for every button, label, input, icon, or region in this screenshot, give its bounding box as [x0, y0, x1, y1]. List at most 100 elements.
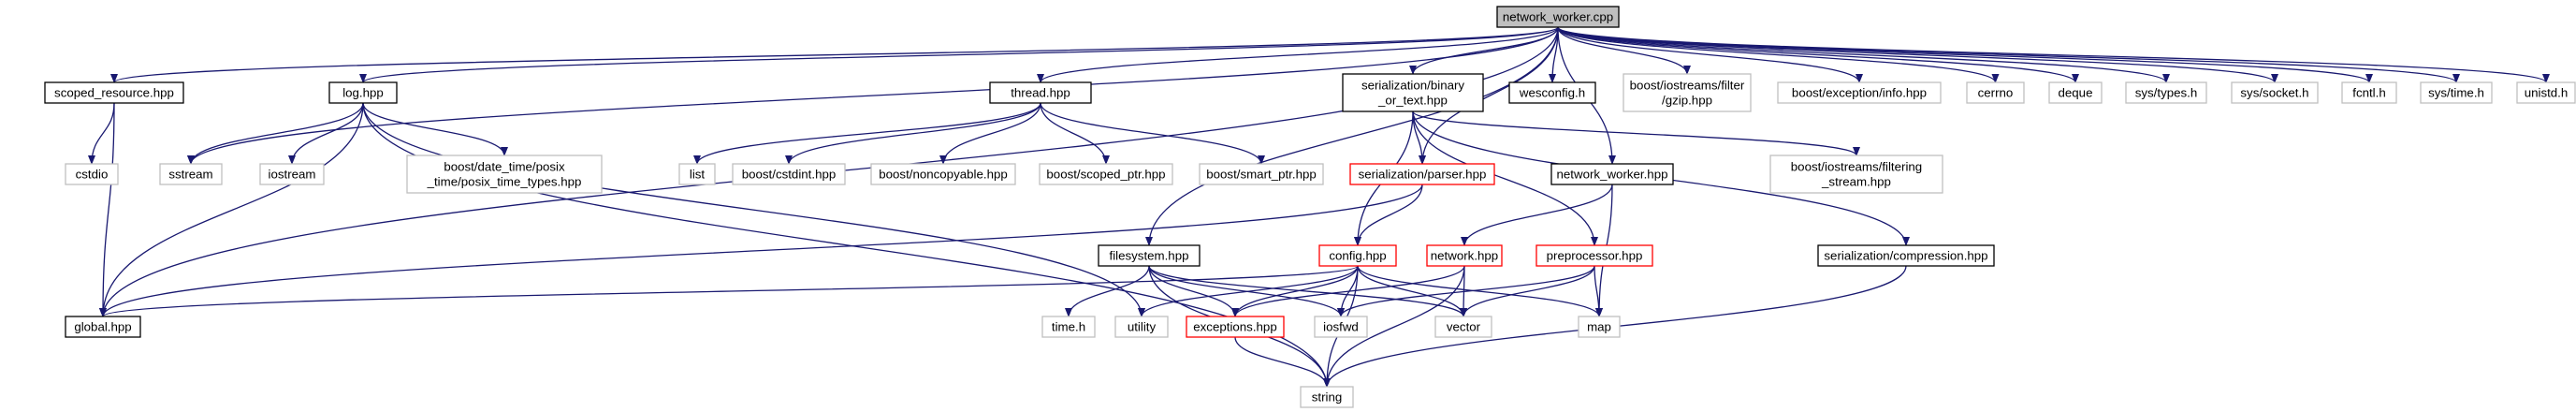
node-label: exceptions.hpp	[1193, 320, 1276, 334]
node-box	[2231, 81, 2319, 104]
node-box	[1578, 316, 1621, 338]
node-config[interactable]: config.hpp	[1318, 244, 1397, 267]
node-iosfwd[interactable]: iosfwd	[1314, 316, 1368, 338]
edge-thread-to-list	[693, 102, 1041, 165]
node-box	[1426, 244, 1503, 267]
edge-root-to-unistd	[1557, 26, 2550, 83]
node-box	[65, 163, 119, 185]
node-sys-types[interactable]: sys/types.h	[2125, 81, 2207, 104]
node-label: _stream.hpp	[1821, 175, 1891, 189]
node-noncopyable[interactable]: boost/noncopyable.hpp	[870, 163, 1016, 185]
node-box	[65, 316, 141, 338]
edge-config-to-vector	[1357, 265, 1467, 317]
edge-log-to-global	[99, 102, 364, 317]
node-utility[interactable]: utility	[1114, 316, 1169, 338]
node-label: serialization/binary	[1361, 79, 1464, 93]
edge-log-to-utility	[362, 102, 1145, 317]
node-gzip[interactable]: boost/iostreams/filter/gzip.hpp	[1623, 73, 1752, 112]
node-sstream[interactable]: sstream	[159, 163, 223, 185]
edge-root-to-deque	[1557, 26, 2079, 83]
node-box	[1496, 6, 1620, 28]
node-label: network_worker.cpp	[1503, 10, 1613, 24]
node-scoped-resource[interactable]: scoped_resource.hpp	[44, 81, 184, 104]
node-exceptions[interactable]: exceptions.hpp	[1186, 316, 1285, 338]
edge-root-to-sys_socket	[1557, 26, 2278, 83]
node-string[interactable]: string	[1300, 386, 1354, 408]
node-cerrno[interactable]: cerrno	[1966, 81, 2025, 104]
node-network[interactable]: network.hpp	[1426, 244, 1503, 267]
node-label: iostream	[269, 168, 316, 182]
node-label: wesconfig.h	[1519, 86, 1585, 100]
node-label: utility	[1128, 320, 1157, 334]
node-label: cerrno	[1978, 86, 2014, 100]
edge-thread-to-scoped_ptr	[1040, 102, 1110, 165]
edge-root-to-gzip	[1557, 26, 1691, 75]
node-wesconfig[interactable]: wesconfig.h	[1508, 81, 1596, 104]
node-filtering-stream[interactable]: boost/iostreams/filtering_stream.hpp	[1769, 154, 1943, 194]
node-unistd[interactable]: unistd.h	[2516, 81, 2576, 104]
node-cstdio[interactable]: cstdio	[65, 163, 119, 185]
node-preprocessor[interactable]: preprocessor.hpp	[1535, 244, 1653, 267]
node-label: unistd.h	[2525, 86, 2569, 100]
node-compression[interactable]: serialization/compression.hpp	[1817, 244, 1995, 267]
node-label: sys/types.h	[2135, 86, 2198, 100]
node-label: cstdio	[76, 168, 109, 182]
node-label: time.h	[1052, 320, 1085, 334]
node-box	[1199, 163, 1324, 185]
node-sys-socket[interactable]: sys/socket.h	[2231, 81, 2319, 104]
node-box	[2341, 81, 2397, 104]
node-box	[2516, 81, 2576, 104]
node-map[interactable]: map	[1578, 316, 1621, 338]
edge-filesystem-to-time_h	[1065, 265, 1150, 317]
node-exception-info[interactable]: boost/exception/info.hpp	[1777, 81, 1942, 104]
node-label: boost/iostreams/filter	[1630, 79, 1745, 93]
node-iostream[interactable]: iostream	[259, 163, 325, 185]
edge-scoped_resource-to-global	[99, 102, 115, 317]
edge-root-to-parser	[1419, 26, 1559, 165]
node-global[interactable]: global.hpp	[65, 316, 141, 338]
edge-config-to-exceptions	[1231, 265, 1359, 317]
node-label: boost/noncopyable.hpp	[879, 168, 1008, 182]
node-box	[870, 163, 1016, 185]
node-label: network_worker.hpp	[1557, 168, 1668, 182]
node-deque[interactable]: deque	[2048, 81, 2103, 104]
node-fcntl[interactable]: fcntl.h	[2341, 81, 2397, 104]
node-filesystem[interactable]: filesystem.hpp	[1098, 244, 1201, 267]
edge-root-to-filesystem	[1145, 26, 1559, 246]
node-thread[interactable]: thread.hpp	[989, 81, 1092, 104]
node-root[interactable]: network_worker.cpp	[1496, 6, 1620, 28]
node-posix-time-types[interactable]: boost/date_time/posix_time/posix_time_ty…	[406, 154, 603, 194]
node-box	[1186, 316, 1285, 338]
node-label: config.hpp	[1329, 249, 1386, 263]
edge-log-to-sstream	[187, 102, 364, 165]
node-box	[1966, 81, 2025, 104]
node-smart-ptr[interactable]: boost/smart_ptr.hpp	[1199, 163, 1324, 185]
edge-network-to-string	[1323, 265, 1465, 388]
node-box	[1098, 244, 1201, 267]
edge-preprocessor-to-iosfwd	[1337, 265, 1595, 317]
node-parser[interactable]: serialization/parser.hpp	[1349, 163, 1495, 185]
node-label: thread.hpp	[1011, 86, 1070, 100]
edge-log-to-posix_time_types	[362, 102, 508, 156]
node-box	[1769, 154, 1943, 194]
edge-root-to-scoped_resource	[110, 26, 1559, 83]
edge-scoped_resource-to-cstdio	[88, 102, 115, 165]
node-label: scoped_resource.hpp	[54, 86, 174, 100]
node-vector[interactable]: vector	[1434, 316, 1492, 338]
node-label: list	[690, 168, 706, 182]
node-cstdint[interactable]: boost/cstdint.hpp	[732, 163, 846, 185]
node-label: iosfwd	[1323, 320, 1359, 334]
node-scoped-ptr[interactable]: boost/scoped_ptr.hpp	[1039, 163, 1173, 185]
node-list[interactable]: list	[678, 163, 716, 185]
node-label: filesystem.hpp	[1110, 249, 1189, 263]
node-network-worker[interactable]: network_worker.hpp	[1550, 163, 1674, 185]
node-label: sstream	[168, 168, 212, 182]
node-label: serialization/compression.hpp	[1824, 249, 1987, 263]
node-serialization-binary[interactable]: serialization/binary_or_text.hpp	[1342, 73, 1484, 112]
node-time-h[interactable]: time.h	[1041, 316, 1096, 338]
node-box	[1039, 163, 1173, 185]
edge-config-to-global	[99, 265, 1359, 317]
node-sys-time[interactable]: sys/time.h	[2420, 81, 2493, 104]
node-log[interactable]: log.hpp	[328, 81, 398, 104]
